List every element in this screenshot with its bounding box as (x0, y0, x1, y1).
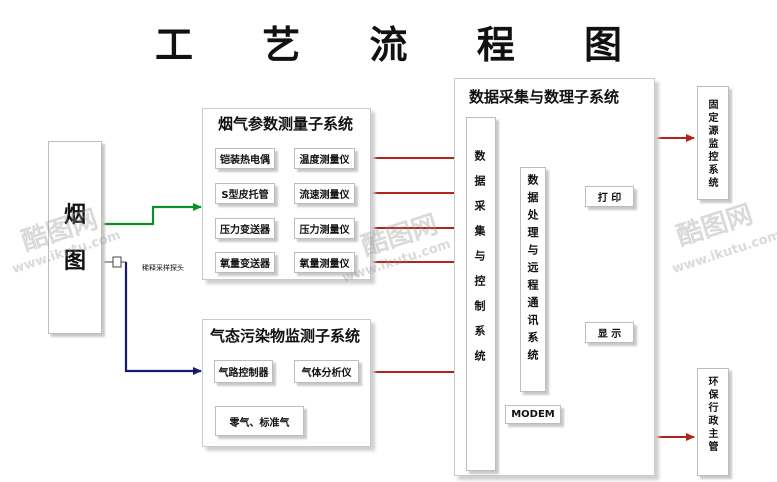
processing-comms-box (520, 167, 546, 392)
fixed-source-monitoring-box (697, 86, 729, 200)
flue-source-label: 烟 图 (63, 203, 86, 275)
display-box: 显 示 (585, 322, 634, 343)
sensor-box-4: 氧量变送器 (215, 252, 275, 273)
flue-panel-title: 烟气参数测量子系统 (218, 115, 354, 133)
data-panel-title: 数据采集与数理子系统 (469, 88, 620, 106)
environmental-authority-label: 环保行政主管 (706, 376, 717, 454)
probe-symbol (102, 256, 126, 268)
calibration-gas-box: 零气、标准气 (215, 406, 304, 436)
print-box: 打 印 (585, 186, 634, 207)
sensor-box-1: 铠装热电偶 (215, 148, 275, 169)
flue-source-box: 烟 图 (48, 141, 102, 334)
fixed-source-monitoring-label: 固定源监控系统 (706, 99, 717, 190)
instrument-box-3: 压力测量仪 (294, 218, 355, 239)
acquisition-control-label: 数据采集与控制系统 (473, 150, 486, 375)
sensor-box-2: S型皮托管 (215, 183, 275, 204)
instrument-box-1: 温度测量仪 (294, 148, 355, 169)
instrument-box-4: 氧量测量仪 (294, 252, 355, 273)
sensor-box-3: 压力变送器 (215, 218, 275, 239)
instrument-box-2: 流速测量仪 (294, 183, 355, 204)
page-title: 工 艺 流 程 图 (155, 23, 650, 67)
green-connector-line (102, 203, 202, 226)
probe-label: 稀释采样探头 (142, 264, 184, 272)
environmental-authority-box (697, 368, 729, 476)
processing-comms-label: 数据处理与远程通讯系统 (526, 174, 539, 367)
navy-connector-line (124, 262, 202, 375)
gas-controller-box: 气路控制器 (214, 360, 273, 383)
gas-analyzer-box: 气体分析仪 (294, 360, 359, 383)
modem-box: MODEM (505, 405, 561, 424)
acquisition-control-box (466, 117, 496, 471)
gas-panel-title: 气态污染物监测子系统 (210, 327, 361, 345)
